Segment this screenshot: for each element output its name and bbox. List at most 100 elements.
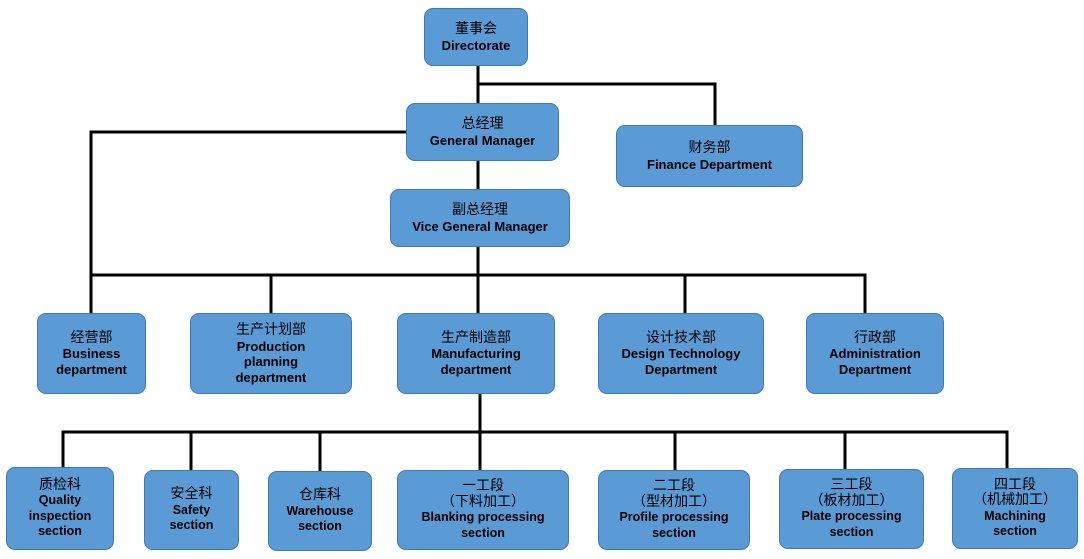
node-en-line: Safety: [172, 502, 211, 517]
node-zh-line: （板材加工）: [809, 492, 894, 509]
node-en-line: Manufacturing: [431, 346, 521, 362]
node-label-en: Vice General Manager: [412, 219, 548, 235]
node-en-line: Vice General Manager: [412, 218, 548, 234]
node-en-line: inspection: [28, 508, 92, 523]
node-en-line: Warehouse: [286, 503, 354, 518]
node-en-line: Business: [62, 346, 121, 362]
node-en-line: Quality: [38, 493, 82, 508]
node-en-line: Plate processing: [801, 509, 902, 524]
node-en-line: Department: [838, 361, 912, 377]
node-zh-line: （型材加工）: [632, 493, 716, 510]
node-zh-line: 生产制造部: [441, 329, 511, 346]
node-en-line: General Manager: [429, 132, 536, 148]
node-label-zh: 质检科: [39, 476, 81, 494]
node-en-line: Finance Department: [647, 156, 772, 172]
node-label-zh: 行政部: [854, 330, 896, 347]
node-en-line: department: [235, 369, 307, 385]
node-zh-line: 财务部: [688, 139, 731, 156]
node-directorate: 董事会 Directorate: [424, 8, 528, 66]
node-zh-line: 总经理: [461, 115, 504, 132]
node-zh-line: 二工段: [653, 478, 695, 495]
node-label-zh: 四工段（机械加工）: [973, 476, 1057, 509]
node-en-line: Directorate: [441, 37, 511, 53]
node-vice-general-manager: 副总经理 Vice General Manager: [390, 189, 570, 247]
node-en-line: section: [169, 517, 214, 532]
node-label-zh: 设计技术部: [646, 330, 716, 347]
node-zh-line: 行政部: [854, 329, 896, 346]
node-en-line: section: [652, 525, 696, 540]
node-en-line: Administration: [829, 346, 921, 362]
node-en-line: section: [38, 523, 82, 538]
node-label-en: Finance Department: [647, 157, 772, 173]
node-en-line: department: [56, 361, 127, 377]
node-zh-line: 董事会: [455, 20, 497, 37]
node-zh-line: 三工段: [830, 477, 873, 494]
node-zh-line: 仓库科: [299, 486, 341, 503]
node-en-line: section: [829, 524, 874, 539]
node-en-line: section: [993, 524, 1037, 539]
node-label-zh: 董事会: [455, 21, 497, 38]
node-zh-line: 经营部: [70, 329, 113, 346]
node-label-zh: 二工段（型材加工）: [632, 478, 716, 510]
node-zh-line: 副总经理: [452, 201, 508, 218]
node-label-zh: 一工段（下料加工）: [441, 478, 525, 510]
node-en-line: section: [298, 518, 342, 533]
node-zh-line: 生产计划部: [236, 321, 306, 338]
node-zh-line: 质检科: [39, 476, 81, 493]
node-en-line: department: [440, 361, 512, 377]
node-zh-line: 四工段: [994, 476, 1036, 493]
node-en-line: Profile processing: [619, 510, 729, 525]
node-label-zh: 生产计划部: [236, 322, 306, 339]
node-zh-line: 安全科: [170, 485, 213, 502]
node-label-zh: 总经理: [462, 116, 504, 133]
node-label-zh: 经营部: [71, 330, 113, 347]
node-label-zh: 仓库科: [299, 486, 341, 504]
node-en-line: Production: [236, 338, 306, 354]
node-label-zh: 三工段（板材加工）: [809, 477, 894, 509]
node-en-line: Machining: [984, 508, 1046, 523]
node-label-en: Directorate: [442, 38, 511, 54]
node-label-zh: 财务部: [689, 140, 731, 157]
node-label-zh: 安全科: [170, 485, 213, 503]
node-zh-line: 一工段: [462, 478, 504, 495]
node-zh-line: （机械加工）: [973, 492, 1057, 509]
node-label-zh: 生产制造部: [441, 330, 511, 347]
node-finance-department: 财务部 Finance Department: [616, 125, 803, 187]
node-en-line: Design Technology: [621, 346, 741, 362]
node-label-en: General Manager: [430, 133, 536, 149]
node-en-line: planning: [243, 354, 299, 370]
node-zh-line: 设计技术部: [646, 329, 716, 346]
node-en-line: section: [461, 525, 505, 540]
node-zh-line: （下料加工）: [441, 493, 525, 510]
node-en-line: Blanking processing: [421, 510, 545, 525]
node-en-line: Department: [644, 361, 718, 377]
node-general-manager: 总经理 General Manager: [406, 103, 559, 161]
node-label-zh: 副总经理: [452, 202, 508, 219]
